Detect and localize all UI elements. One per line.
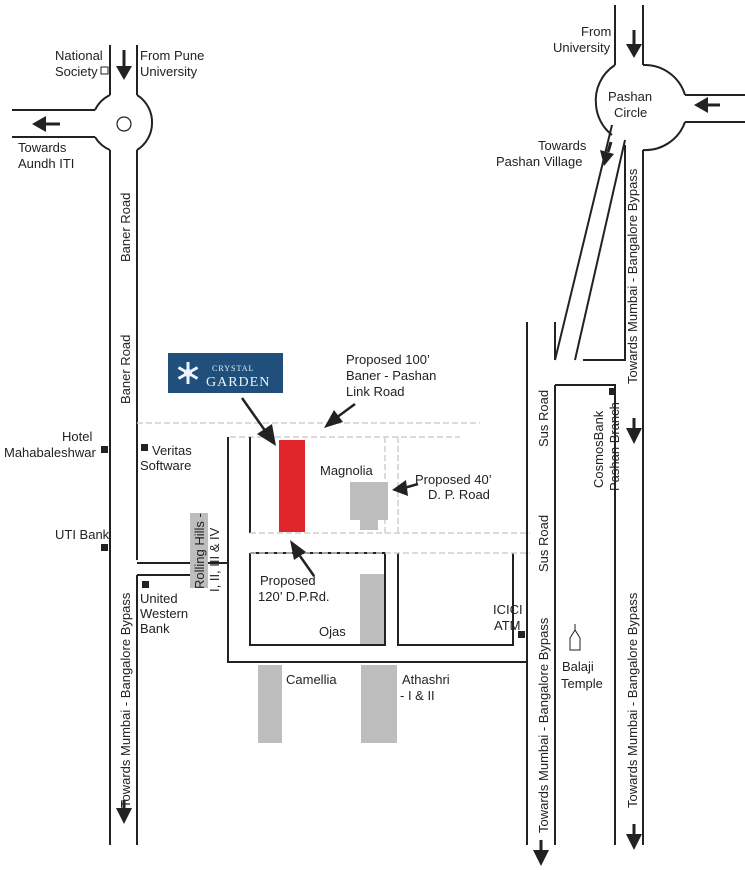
label-bypass-left: Towards Mumbai - Bangalore Bypass [118,592,133,808]
athashri-building [361,665,397,743]
label-from-pune-university-2: University [140,64,198,79]
logo-line2: GARDEN [206,375,270,390]
label-from-university-2: University [553,40,611,55]
label-baner-road-lower: Baner Road [118,335,133,404]
label-national-society-2: Society [55,64,98,79]
label-proposed-dp-road-120-2: 120’ D.P.Rd. [258,589,330,604]
buildings [190,440,397,743]
label-united-western-bank: United [140,591,178,606]
label-rolling-hills: Rolling Hills - [192,513,207,589]
label-athashri-2: - I & II [400,688,435,703]
label-athashri: Athashri [402,672,450,687]
label-proposed-dp-road-40-2: D. P. Road [428,487,490,502]
label-hotel-mahabaleshwar: Hotel [62,429,92,444]
pashan-circle-roads [594,5,745,845]
label-from-university: From [581,24,611,39]
label-bypass-right-lower: Towards Mumbai - Bangalore Bypass [625,592,640,808]
label-ojas: Ojas [319,624,346,639]
rolling-hills-building [190,513,208,588]
label-proposed-link-road-2: Baner - Pashan [346,368,436,383]
label-united-western-bank-2: Western [140,606,188,621]
label-sus-road-lower: Sus Road [536,515,551,572]
label-veritas-software-2: Software [140,458,191,473]
pointer-arrows [240,397,419,577]
ojas-building [360,574,384,644]
label-balaji-temple-2: Temple [561,676,603,691]
label-towards-pashan-village: Towards [538,138,587,153]
label-proposed-link-road: Proposed 100’ [346,352,430,367]
label-rolling-hills-2: I, II, III & IV [207,527,222,592]
label-national-society: National [55,48,103,63]
label-towards-aundh-2: Aundh ITI [18,156,74,171]
label-bypass-right-upper: Towards Mumbai - Bangalore Bypass [625,168,640,384]
label-uti-bank: UTI Bank [55,527,110,542]
label-united-western-bank-3: Bank [140,621,170,636]
label-pashan-circle-2: Circle [614,105,647,120]
label-camellia: Camellia [286,672,337,687]
crystal-garden-plot [279,440,305,532]
label-towards-aundh: Towards [18,140,67,155]
label-hotel-mahabaleshwar-2: Mahabaleshwar [4,445,96,460]
poi-markers [100,66,616,651]
label-magnolia: Magnolia [320,463,374,478]
magnolia-building [350,482,388,520]
label-proposed-dp-road-120: Proposed [260,573,316,588]
snowflake-icon [177,362,199,384]
label-proposed-link-road-3: Link Road [346,384,405,399]
road-arrows-right [533,30,720,866]
logo-line1: CRYSTAL [212,364,254,373]
labels: National Society From Pune University To… [4,24,652,833]
label-proposed-dp-road-40: Proposed 40’ [415,472,492,487]
label-cosmos-bank-2: Pashan Branch [607,402,622,491]
temple-icon [569,624,581,651]
baner-roundabout [12,94,154,151]
sus-road [526,124,626,845]
road-arrows-left [32,50,132,824]
label-veritas-software: Veritas [152,443,192,458]
label-sus-road-upper: Sus Road [536,390,551,447]
label-pashan-circle: Pashan [608,89,652,104]
camellia-building [258,665,282,743]
label-balaji-temple: Balaji [562,659,594,674]
label-cosmos-bank: CosmosBank [591,410,606,488]
crystal-garden-logo: CRYSTAL GARDEN [168,353,283,393]
proposed-link-road-line [137,422,480,438]
label-from-pune-university: From Pune [140,48,204,63]
label-icici-atm-2: ATM [494,618,520,633]
label-towards-pashan-village-2: Pashan Village [496,154,583,169]
label-bypass-center: Towards Mumbai - Bangalore Bypass [536,617,551,833]
label-icici-atm: ICICI [493,602,523,617]
baner-road [109,45,138,845]
label-baner-road-upper: Baner Road [118,193,133,262]
